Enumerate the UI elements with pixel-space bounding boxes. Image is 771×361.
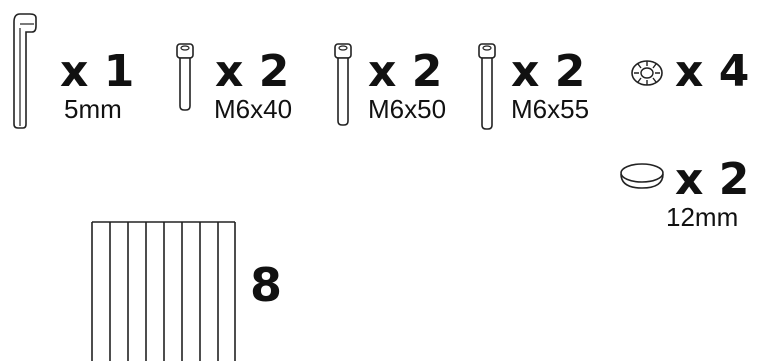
- bolt-m6x50-icon: [333, 42, 355, 128]
- bolt-m6x55-size: M6x55: [511, 96, 589, 122]
- bolt-m6x50-quantity: x 2: [368, 50, 442, 94]
- bolt-m6x55-quantity: x 2: [511, 50, 585, 94]
- bolt-m6x40-size: M6x40: [214, 96, 292, 122]
- bolt-m6x50-size: M6x50: [368, 96, 446, 122]
- cover-cap-size: 12mm: [666, 204, 738, 230]
- bolt-m6x40-icon: [175, 42, 197, 112]
- bolt-m6x55-icon: [477, 42, 499, 132]
- cover-cap-quantity: x 2: [675, 158, 749, 202]
- hex-key-icon: [8, 10, 38, 130]
- slat-count: 8: [250, 262, 282, 308]
- hex-key-quantity: x 1: [60, 50, 134, 94]
- bolt-m6x40-quantity: x 2: [215, 50, 289, 94]
- slat-bundle-icon: [90, 220, 240, 361]
- cover-cap-icon: [618, 160, 668, 194]
- lock-washer-icon: [629, 58, 665, 88]
- hex-key-size: 5mm: [64, 96, 122, 122]
- lock-washer-quantity: x 4: [675, 50, 749, 94]
